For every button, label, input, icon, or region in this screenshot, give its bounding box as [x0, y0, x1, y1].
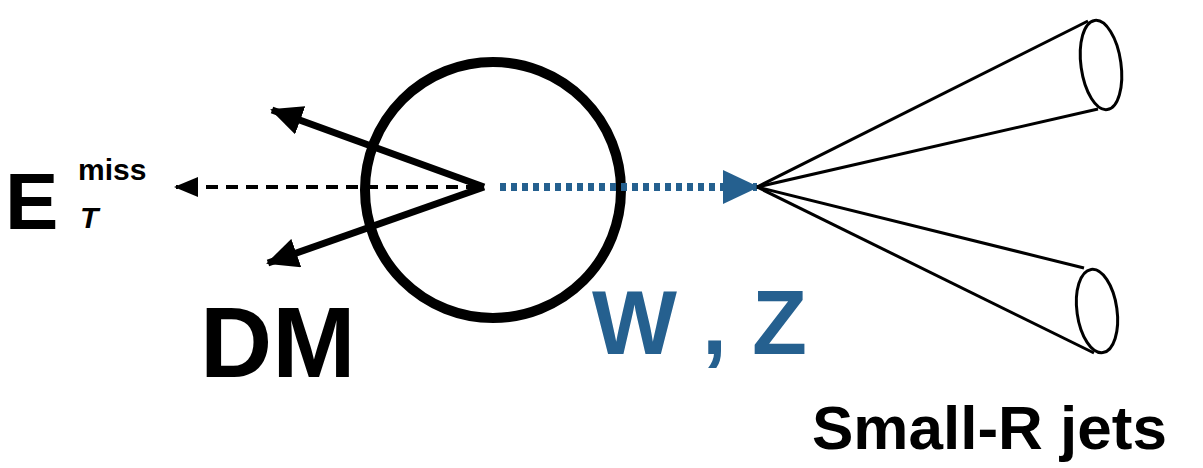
jets-label: Small-R jets: [812, 397, 1167, 459]
met-subscript: T: [80, 203, 98, 233]
boson-dotted-arrow: [500, 183, 757, 191]
boson-label: W , Z: [592, 278, 807, 368]
met-dashed-arrow: [176, 185, 478, 189]
dm-arrow: [272, 110, 484, 187]
jet-cones: [757, 18, 1127, 356]
met-symbol: E: [5, 162, 58, 242]
met-superscript: miss: [78, 155, 146, 185]
dm-arrow: [268, 187, 484, 263]
dm-label: DM: [200, 292, 356, 392]
